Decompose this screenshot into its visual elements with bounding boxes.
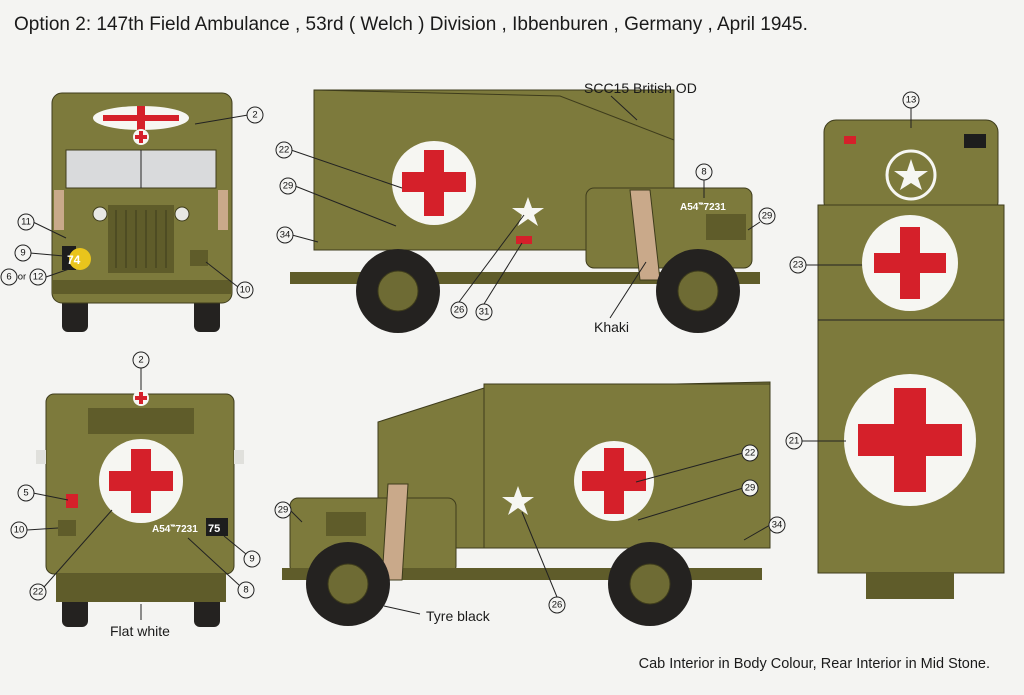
label-khaki: Khaki — [594, 319, 630, 335]
side-view-left — [282, 381, 771, 626]
svg-text:10: 10 — [240, 285, 251, 296]
registration-side-right: A54‷7231 — [680, 202, 726, 213]
svg-text:22: 22 — [279, 145, 290, 156]
top-callouts: 13 23 21 — [785, 91, 920, 450]
svg-text:21: 21 — [789, 436, 800, 447]
svg-text:34: 34 — [280, 230, 291, 241]
side-view-right — [290, 89, 760, 333]
tactical-number-front: 74 — [67, 253, 81, 267]
label-body-colour: SCC15 British OD — [584, 80, 697, 96]
svg-text:9: 9 — [249, 554, 254, 565]
label-flat-white: Flat white — [110, 623, 170, 639]
side-left-callouts: 29 22 29 34 26 — [274, 444, 786, 615]
page-title: Option 2: 147th Field Ambulance , 53rd (… — [14, 14, 808, 35]
rear-callouts: 2 5 10 22 9 8 — [10, 351, 261, 620]
label-tyre-black: Tyre black — [426, 608, 490, 624]
tactical-number-rear: 75 — [208, 523, 220, 535]
svg-text:29: 29 — [762, 211, 773, 222]
svg-text:29: 29 — [283, 181, 294, 192]
svg-text:6: 6 — [6, 272, 11, 283]
svg-text:29: 29 — [278, 505, 289, 516]
svg-text:12: 12 — [33, 272, 44, 283]
svg-text:22: 22 — [745, 448, 756, 459]
svg-text:31: 31 — [479, 307, 490, 318]
svg-text:34: 34 — [772, 520, 783, 531]
svg-text:9: 9 — [20, 248, 25, 259]
svg-text:26: 26 — [552, 600, 563, 611]
top-view — [817, 119, 1005, 599]
svg-text:10: 10 — [14, 525, 25, 536]
footer-note: Cab Interior in Body Colour, Rear Interi… — [638, 656, 990, 672]
svg-text:8: 8 — [243, 585, 248, 596]
side-right-callouts: 22 29 34 26 31 8 29 — [275, 95, 776, 321]
front-callouts: 2 11 9 6 or 12 10 — [0, 106, 264, 299]
svg-text:22: 22 — [33, 587, 44, 598]
svg-text:23: 23 — [793, 260, 804, 271]
svg-text:29: 29 — [745, 483, 756, 494]
rear-view — [36, 390, 244, 627]
svg-text:or: or — [18, 272, 26, 283]
svg-text:26: 26 — [454, 305, 465, 316]
front-view — [51, 92, 233, 332]
svg-text:8: 8 — [701, 167, 706, 178]
svg-text:11: 11 — [21, 217, 31, 228]
svg-text:2: 2 — [252, 110, 257, 121]
svg-text:13: 13 — [906, 95, 917, 106]
registration-rear: A54‷7231 — [152, 524, 198, 535]
svg-text:2: 2 — [138, 355, 143, 366]
svg-text:5: 5 — [23, 488, 28, 499]
